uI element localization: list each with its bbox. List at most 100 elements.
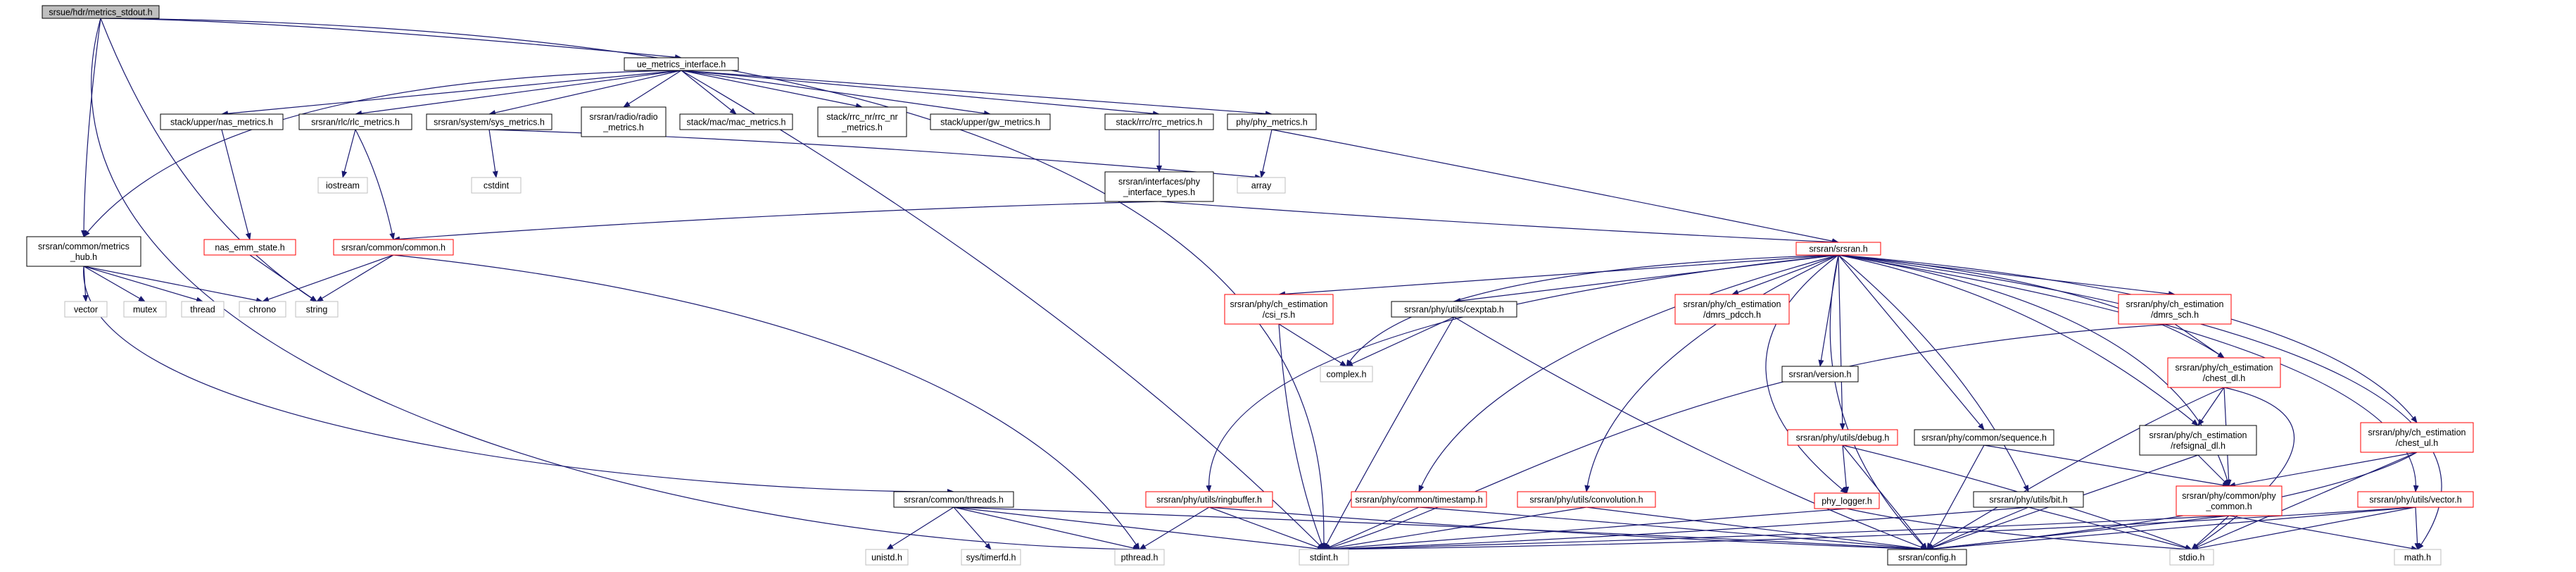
node-box xyxy=(1787,429,1898,446)
include-edge xyxy=(1731,254,1839,295)
node-label: srsran/common/threads.h xyxy=(904,495,1004,505)
graph-node-csi-rs[interactable]: srsran/phy/ch_estimation/csi_rs.h xyxy=(1224,294,1334,325)
include-edge xyxy=(393,254,1140,550)
graph-node-sequence[interactable]: srsran/phy/common/sequence.h xyxy=(1914,429,2054,446)
include-edge xyxy=(83,266,146,302)
node-box xyxy=(2118,294,2232,325)
node-label: srsran/phy/ch_estimation xyxy=(2368,428,2466,437)
graph-node-threads[interactable]: srsran/common/threads.h xyxy=(893,491,1014,508)
include-edge xyxy=(2174,323,2225,359)
include-edge xyxy=(355,129,396,240)
graph-node-rrc-nr-metrics[interactable]: stack/rrc_nr/rrc_nr_metrics.h xyxy=(817,106,907,137)
node-label: mutex xyxy=(133,305,158,315)
graph-node-sys-metrics[interactable]: srsran/system/sys_metrics.h xyxy=(426,113,553,130)
node-box xyxy=(2169,549,2214,566)
include-edge xyxy=(83,70,682,237)
include-edge xyxy=(1323,323,2176,551)
graph-node-nas-metrics[interactable]: stack/upper/nas_metrics.h xyxy=(160,113,284,130)
graph-node-refsignal-dl[interactable]: srsran/phy/ch_estimation/refsignal_dl.h xyxy=(2139,425,2257,456)
graph-node-srsran[interactable]: srsran/srsran.h xyxy=(1795,242,1881,256)
graph-node-common[interactable]: srsran/common/common.h xyxy=(333,239,454,256)
graph-node-phy-common[interactable]: srsran/phy/common/phy_common.h xyxy=(2176,485,2283,516)
graph-node-gw-metrics[interactable]: stack/upper/gw_metrics.h xyxy=(930,113,1051,130)
include-edge xyxy=(100,18,1327,550)
node-box xyxy=(298,113,412,130)
graph-node-chrono: chrono xyxy=(239,301,286,318)
graph-node-chest-ul[interactable]: srsran/phy/ch_estimation/chest_ul.h xyxy=(2360,422,2474,453)
graph-node-ringbuffer[interactable]: srsran/phy/utils/ringbuffer.h xyxy=(1145,491,1273,508)
graph-node-config[interactable]: srsran/config.h xyxy=(1887,549,1967,566)
graph-node-bit[interactable]: srsran/phy/utils/bit.h xyxy=(1973,491,2084,508)
include-edge xyxy=(1983,444,2230,488)
graph-node-ue-metrics-interface[interactable]: ue_metrics_interface.h xyxy=(624,57,739,71)
include-edge xyxy=(1838,254,2029,492)
include-edge xyxy=(1584,254,1839,492)
node-box xyxy=(160,113,284,130)
include-edge xyxy=(681,70,863,109)
graph-node-debug[interactable]: srsran/phy/utils/debug.h xyxy=(1787,429,1898,446)
node-label: /dmrs_sch.h xyxy=(2151,310,2199,320)
include-edge xyxy=(1926,515,2230,552)
graph-node-phy-interface-types[interactable]: srsran/interfaces/phy_interface_types.h xyxy=(1104,171,1214,202)
include-edge xyxy=(83,266,263,304)
include-edge xyxy=(1838,254,2225,359)
node-box xyxy=(679,113,793,130)
node-box xyxy=(426,113,553,130)
node-box xyxy=(2357,491,2474,508)
include-edge xyxy=(1842,444,1850,494)
include-edge xyxy=(1838,254,1845,430)
node-label: math.h xyxy=(2404,553,2431,563)
graph-node-radio-metrics[interactable]: srsran/radio/radio_metrics.h xyxy=(581,106,667,137)
graph-node-metrics-hub[interactable]: srsran/common/metrics_hub.h xyxy=(26,236,141,267)
node-label: ue_metrics_interface.h xyxy=(637,60,726,70)
include-edge xyxy=(488,70,682,116)
node-label: stack/rrc_nr/rrc_nr xyxy=(826,112,897,122)
node-label: iostream xyxy=(326,181,360,191)
graph-node-mac-metrics[interactable]: stack/mac/mac_metrics.h xyxy=(679,113,793,130)
graph-node-string: string xyxy=(295,301,339,318)
graph-node-unistd: unistd.h xyxy=(865,549,909,566)
node-label: srsran/phy/utils/convolution.h xyxy=(1529,495,1643,505)
graph-node-root[interactable]: srsue/hdr/metrics_stdout.h xyxy=(42,5,160,19)
graph-node-version[interactable]: srsran/version.h xyxy=(1781,366,1859,383)
graph-node-timestamp[interactable]: srsran/phy/common/timestamp.h xyxy=(1351,491,1487,508)
include-edge xyxy=(1346,254,1839,367)
graph-node-mutex: mutex xyxy=(123,301,167,318)
graph-node-dmrs-pdcch[interactable]: srsran/phy/ch_estimation/dmrs_pdcch.h xyxy=(1674,294,1790,325)
include-edge xyxy=(393,201,1160,242)
graph-node-rrc-metrics[interactable]: stack/rrc/rrc_metrics.h xyxy=(1104,113,1214,130)
node-label: /refsignal_dl.h xyxy=(2171,441,2225,451)
include-edge xyxy=(1139,506,1210,550)
graph-node-vector: vector xyxy=(64,301,108,318)
node-box xyxy=(1795,242,1881,256)
include-edge xyxy=(81,18,101,237)
node-box xyxy=(295,301,339,318)
include-edge xyxy=(1765,254,1848,494)
graph-node-vector-h[interactable]: srsran/phy/utils/vector.h xyxy=(2357,491,2474,508)
node-label: srsran/phy/ch_estimation xyxy=(2149,430,2247,440)
include-edge xyxy=(681,70,1273,117)
node-label: thread xyxy=(190,305,215,315)
graph-node-rlc-metrics[interactable]: srsran/rlc/rlc_metrics.h xyxy=(298,113,412,130)
graph-node-cexptab[interactable]: srsran/phy/utils/cexptab.h xyxy=(1391,301,1517,318)
node-box xyxy=(26,236,141,267)
node-label: nas_emm_state.h xyxy=(215,243,284,253)
graph-node-timerfd: sys/timerfd.h xyxy=(961,549,1021,566)
graph-node-nas-emm-state[interactable]: nas_emm_state.h xyxy=(203,239,296,256)
include-edge xyxy=(1846,508,2192,552)
graph-node-dmrs-sch[interactable]: srsran/phy/ch_estimation/dmrs_sch.h xyxy=(2118,294,2232,325)
graph-node-phy-logger[interactable]: phy_logger.h xyxy=(1814,492,1880,509)
include-edge xyxy=(316,254,394,302)
node-box xyxy=(64,301,108,318)
node-label: srsran/interfaces/phy xyxy=(1118,177,1201,187)
include-edge xyxy=(1586,506,1928,552)
include-edge xyxy=(2228,515,2418,552)
graph-node-convolution[interactable]: srsran/phy/utils/convolution.h xyxy=(1517,491,1656,508)
node-box xyxy=(893,491,1014,508)
node-label: _hub.h xyxy=(70,252,97,262)
node-label: srsran/phy/utils/ringbuffer.h xyxy=(1156,495,1262,505)
node-box xyxy=(1320,366,1373,383)
include-edge xyxy=(341,129,356,178)
graph-node-phy-metrics[interactable]: phy/phy_metrics.h xyxy=(1227,113,1317,130)
graph-node-chest-dl[interactable]: srsran/phy/ch_estimation/chest_dl.h xyxy=(2167,357,2281,388)
